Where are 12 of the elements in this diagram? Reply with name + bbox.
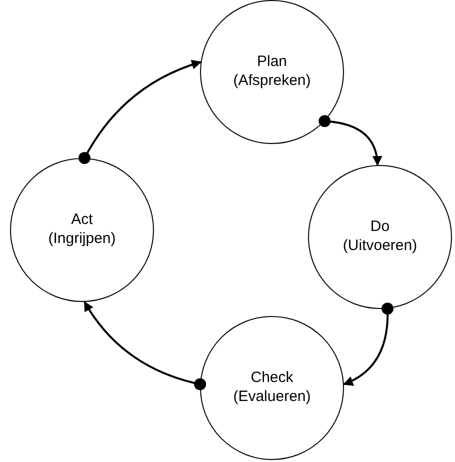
phase-name: Plan — [256, 53, 288, 72]
arrow — [318, 115, 382, 166]
phase-description: (Afspreken) — [233, 72, 311, 91]
phase-description: (Evalueren) — [233, 388, 311, 407]
phase-description: (Uitvoeren) — [342, 237, 418, 256]
phase-description: (Ingrijpen) — [48, 230, 116, 249]
arrow — [342, 302, 394, 386]
phase-name: Act — [71, 211, 93, 230]
arrow — [78, 60, 202, 164]
phase-name: Do — [370, 218, 390, 237]
arrow — [84, 301, 206, 390]
phase-name: Check — [250, 369, 294, 388]
